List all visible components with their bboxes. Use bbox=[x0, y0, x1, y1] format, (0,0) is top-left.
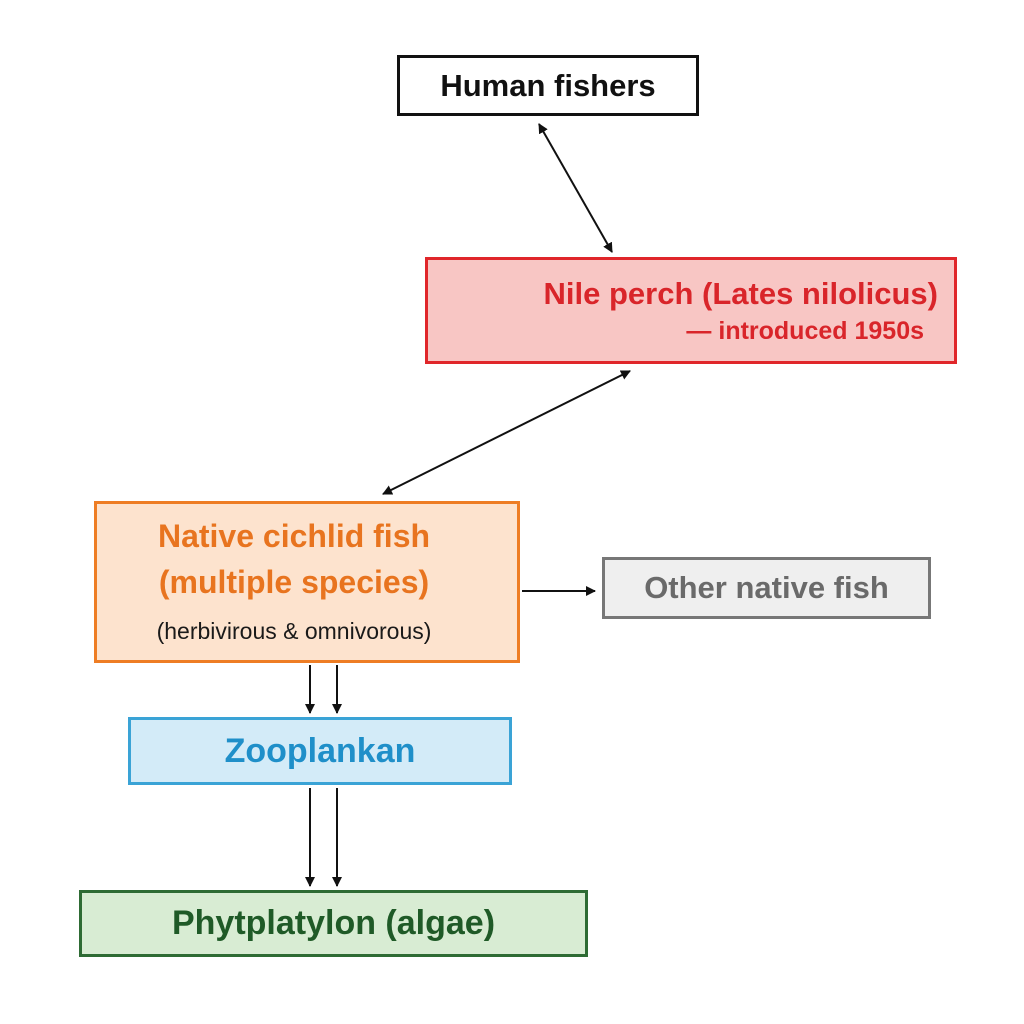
edge-perch-cichlid bbox=[382, 370, 631, 495]
node-other-native-fish: Other native fish bbox=[602, 557, 931, 619]
node-native-cichlid-diet: (herbivirous & omnivorous) bbox=[156, 618, 432, 644]
node-zooplankton: Zooplankan bbox=[128, 717, 512, 785]
edge-human-perch bbox=[538, 123, 613, 253]
node-human-fishers: Human fishers bbox=[397, 55, 699, 116]
node-phytoplankton-label: Phytplatylon (algae) bbox=[171, 904, 496, 942]
node-other-native-fish-label: Other native fish bbox=[644, 570, 889, 605]
node-native-cichlid-species: (multiple species) bbox=[158, 564, 430, 600]
node-nile-perch-sublabel: — introduced 1950s bbox=[686, 316, 924, 345]
node-nile-perch-label: Nile perch (Lates nilolicus) bbox=[543, 275, 938, 311]
node-native-cichlid: Native cichlid fish (multiple species) (… bbox=[94, 501, 520, 663]
node-zooplankton-label: Zooplankan bbox=[224, 731, 416, 770]
node-nile-perch: Nile perch (Lates nilolicus) — introduce… bbox=[425, 257, 957, 364]
node-phytoplankton: Phytplatylon (algae) bbox=[79, 890, 588, 957]
node-human-fishers-label: Human fishers bbox=[440, 67, 656, 103]
node-native-cichlid-label: Native cichlid fish bbox=[157, 518, 431, 554]
